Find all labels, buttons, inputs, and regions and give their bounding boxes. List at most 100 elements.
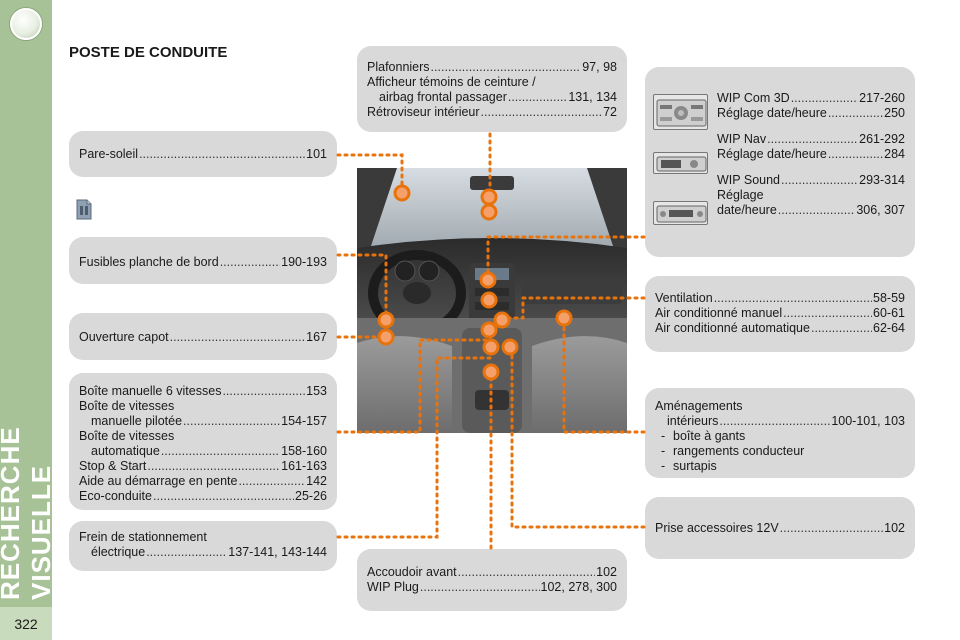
page-reference: 167 — [306, 330, 327, 344]
index-row: Accoudoir avant102 — [367, 565, 617, 580]
index-row: automatique158-160 — [79, 444, 327, 459]
index-label: Fusibles planche de bord — [79, 255, 219, 269]
dot-leader — [780, 521, 883, 536]
index-row: Aide au démarrage en pente 142 — [79, 474, 327, 489]
page-reference: 154-157 — [281, 414, 327, 428]
index-row: électrique137-141, 143-144 — [79, 545, 327, 560]
page-reference: 60-61 — [873, 306, 905, 320]
index-label: Air conditionné automatique — [655, 321, 810, 335]
index-row: WIP Plug 102, 278, 300 — [367, 580, 617, 595]
index-row: Rétroviseur intérieur 72 — [367, 105, 617, 120]
dot-leader — [783, 306, 872, 321]
index-row: WIP Nav261-292 — [717, 132, 905, 147]
index-label: Boîte de vitesses — [79, 429, 175, 443]
index-label: Réglage date/heure — [717, 147, 827, 161]
page-reference: 293-314 — [859, 173, 905, 187]
page-reference: 131, 134 — [568, 90, 617, 104]
index-label: WIP Plug — [367, 580, 419, 594]
index-label: Aide au démarrage en pente — [79, 474, 238, 488]
page-reference: 261-292 — [859, 132, 905, 146]
index-label: Plafonniers — [367, 60, 430, 74]
index-label: Réglage date/heure — [717, 106, 827, 120]
index-row: Ouverture capot 167 — [79, 330, 327, 345]
dot-leader — [811, 321, 872, 336]
page-reference: 72 — [603, 105, 617, 119]
fuse-icon — [76, 199, 92, 220]
page-reference: 102 — [884, 521, 905, 535]
index-label: Ventilation — [655, 291, 713, 305]
index-label: Ouverture capot — [79, 330, 169, 344]
dot-leader — [481, 105, 603, 120]
index-row: Pare-soleil 101 — [79, 147, 327, 162]
amenagements-line2: intérieurs100-101, 103 — [655, 414, 905, 429]
box-frein: Frein de stationnementélectrique137-141,… — [69, 521, 337, 571]
index-row: Réglage date/heure 284 — [717, 147, 905, 162]
index-row: Ventilation 58-59 — [655, 291, 905, 306]
index-row: Stop & Start 161-163 — [79, 459, 327, 474]
wip-sound-radio-icon — [653, 201, 708, 225]
page-reference: 142 — [306, 474, 327, 488]
index-label: manuelle pilotée — [91, 414, 183, 428]
index-row: WIP Sound293-314 — [717, 173, 905, 188]
dot-leader — [458, 565, 596, 580]
index-row: manuelle pilotée 154-157 — [79, 414, 327, 429]
box-pare-soleil: Pare-soleil 101 — [69, 131, 337, 177]
dot-leader — [431, 60, 582, 75]
dot-leader — [139, 147, 305, 162]
page-reference: 161-163 — [281, 459, 327, 473]
dot-leader — [220, 255, 280, 270]
bullet-item: surtapis — [655, 459, 905, 474]
dot-leader — [791, 91, 858, 106]
index-label: Rétroviseur intérieur — [367, 105, 480, 119]
index-row: airbag frontal passager131, 134 — [367, 90, 617, 105]
chapter-circle-icon — [10, 8, 42, 40]
index-label: Pare-soleil — [79, 147, 139, 161]
bullet-item: boîte à gants — [655, 429, 905, 444]
page-reference: 158-160 — [281, 444, 327, 458]
index-label: date/heure — [717, 203, 777, 217]
box-accoudoir: Accoudoir avant102WIP Plug 102, 278, 300 — [357, 549, 627, 611]
index-row: Air conditionné automatique62-64 — [655, 321, 905, 336]
wip-nav-radio-icon — [653, 152, 708, 174]
dot-leader — [146, 545, 227, 560]
page-reference: 58-59 — [873, 291, 905, 305]
wip-com-radio-icon — [653, 94, 708, 130]
amenagements-line1: Aménagements — [655, 399, 743, 413]
dot-leader — [153, 489, 294, 504]
index-row: Air conditionné manuel60-61 — [655, 306, 905, 321]
page-reference: 190-193 — [281, 255, 327, 269]
page-title: POSTE DE CONDUITE — [69, 44, 228, 61]
index-row: date/heure 306, 307 — [717, 203, 905, 218]
dot-leader — [828, 106, 883, 121]
cockpit-photo — [357, 168, 627, 433]
page-reference: 101 — [306, 147, 327, 161]
page-reference: 97, 98 — [582, 60, 617, 74]
index-label: Accoudoir avant — [367, 565, 457, 579]
page-reference: 306, 307 — [856, 203, 905, 217]
dot-leader — [714, 291, 872, 306]
dot-leader — [781, 173, 858, 188]
dot-leader — [778, 203, 856, 218]
dot-leader — [161, 444, 280, 459]
index-row: Boîte manuelle 6 vitesses 153 — [79, 384, 327, 399]
page-reference: 153 — [306, 384, 327, 398]
index-label: Eco-conduite — [79, 489, 152, 503]
index-row: Plafonniers 97, 98 — [367, 60, 617, 75]
dot-leader — [420, 580, 540, 595]
page-number: 322 — [0, 607, 52, 640]
index-label: Boîte manuelle 6 vitesses — [79, 384, 222, 398]
index-row: WIP Com 3D217-260 — [717, 91, 905, 106]
index-row: Eco-conduite 25-26 — [79, 489, 327, 504]
page-reference: 25-26 — [295, 489, 327, 503]
box-amenagements: Aménagements intérieurs100-101, 103 boît… — [645, 388, 915, 478]
index-row: Prise accessoires 12V102 — [655, 521, 905, 536]
index-label: Stop & Start — [79, 459, 147, 473]
index-label: Frein de stationnement — [79, 530, 207, 544]
index-label: Boîte de vitesses — [79, 399, 175, 413]
index-row: Fusibles planche de bord 190-193 — [79, 255, 327, 270]
page-reference: 102, 278, 300 — [540, 580, 617, 594]
page-reference: 284 — [884, 147, 905, 161]
index-row: Réglage date/heure250 — [717, 106, 905, 121]
